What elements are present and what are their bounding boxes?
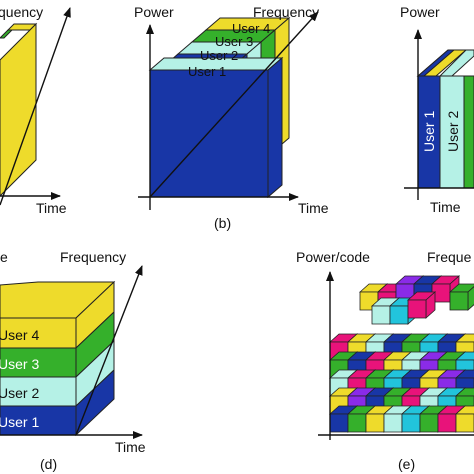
panel-e-cube-front (449, 291, 469, 311)
panel-b-user1-label: User 1 (188, 64, 226, 79)
panel-d-user3-front (0, 347, 77, 378)
panel-e-cube-front (383, 413, 403, 433)
panel-e-cube-front (329, 413, 349, 433)
panel-e (328, 275, 474, 433)
panel-d-frequency-label: Frequency (60, 249, 126, 265)
panel-c-user3-bar (463, 75, 474, 189)
panel-c: User 1 User 2 Power Time (400, 4, 474, 215)
panel-e-cube-front (419, 413, 439, 433)
panel-e-cube-front (455, 413, 474, 433)
panel-e-frequency-label: Freque (427, 249, 472, 265)
panel-d-user4-label: User 4 (0, 327, 39, 343)
panel-a-frequency-axis (0, 7, 71, 206)
panel-c-user2-label: User 2 (445, 111, 461, 152)
panel-a-green-top (0, 29, 14, 39)
panel-e-power-label: Power/code (296, 249, 370, 265)
panel-a-frequency-label: quency (0, 4, 43, 20)
panel-d: User 4 User 3 User 2 User 1 e Frequency … (0, 249, 146, 472)
panel-d-frequency-axis (75, 265, 143, 436)
panel-e-cube-front (365, 413, 385, 433)
panel-d-user1-side (75, 368, 115, 437)
panel-b-user3-label: User 3 (215, 34, 253, 49)
panel-b-power-label: Power (134, 4, 174, 20)
panel-d-caption: (d) (40, 456, 57, 472)
panel-a-yellow-face (0, 22, 37, 197)
panel-b-user1-side-front (267, 56, 283, 199)
panel-e-cube-front (389, 305, 409, 325)
panel-c-time-label: Time (430, 199, 461, 215)
panel-e-caption: (e) (398, 456, 415, 472)
panel-d-user1-front (0, 405, 77, 436)
panel-d-user2-label: User 2 (0, 385, 39, 401)
panel-e-cube-front (347, 413, 367, 433)
panel-d-user2-front (0, 376, 77, 407)
panel-e-axes: Power/code Freque (e) (296, 249, 474, 472)
panel-b-user2-label: User 2 (200, 48, 238, 63)
panel-d-user1-label: User 1 (0, 414, 39, 430)
panel-c-power-label: Power (400, 4, 440, 20)
panel-b-caption: (b) (214, 215, 231, 231)
panel-e-cube-front (401, 413, 421, 433)
panel-b-user4-label: User 4 (232, 21, 270, 36)
panel-e-cube-front (407, 299, 427, 319)
panel-b-frequency-axis (149, 11, 319, 198)
panel-b-time-label: Time (298, 200, 329, 216)
panel-d-power-label: e (0, 249, 8, 265)
panel-e-cube-front (371, 305, 391, 325)
panel-a: quency Time (0, 4, 71, 216)
panel-d-time-label: Time (115, 439, 146, 455)
panel-c-user1-label: User 1 (421, 111, 437, 152)
panel-e-cube-front (437, 413, 457, 433)
panel-b-frequency-label: Frequency (253, 4, 319, 20)
panel-b: User 4 User 3 User 2 User 1 Power Freque… (134, 4, 329, 231)
panel-a-time-label: Time (36, 200, 67, 216)
panel-d-user3-label: User 3 (0, 356, 39, 372)
